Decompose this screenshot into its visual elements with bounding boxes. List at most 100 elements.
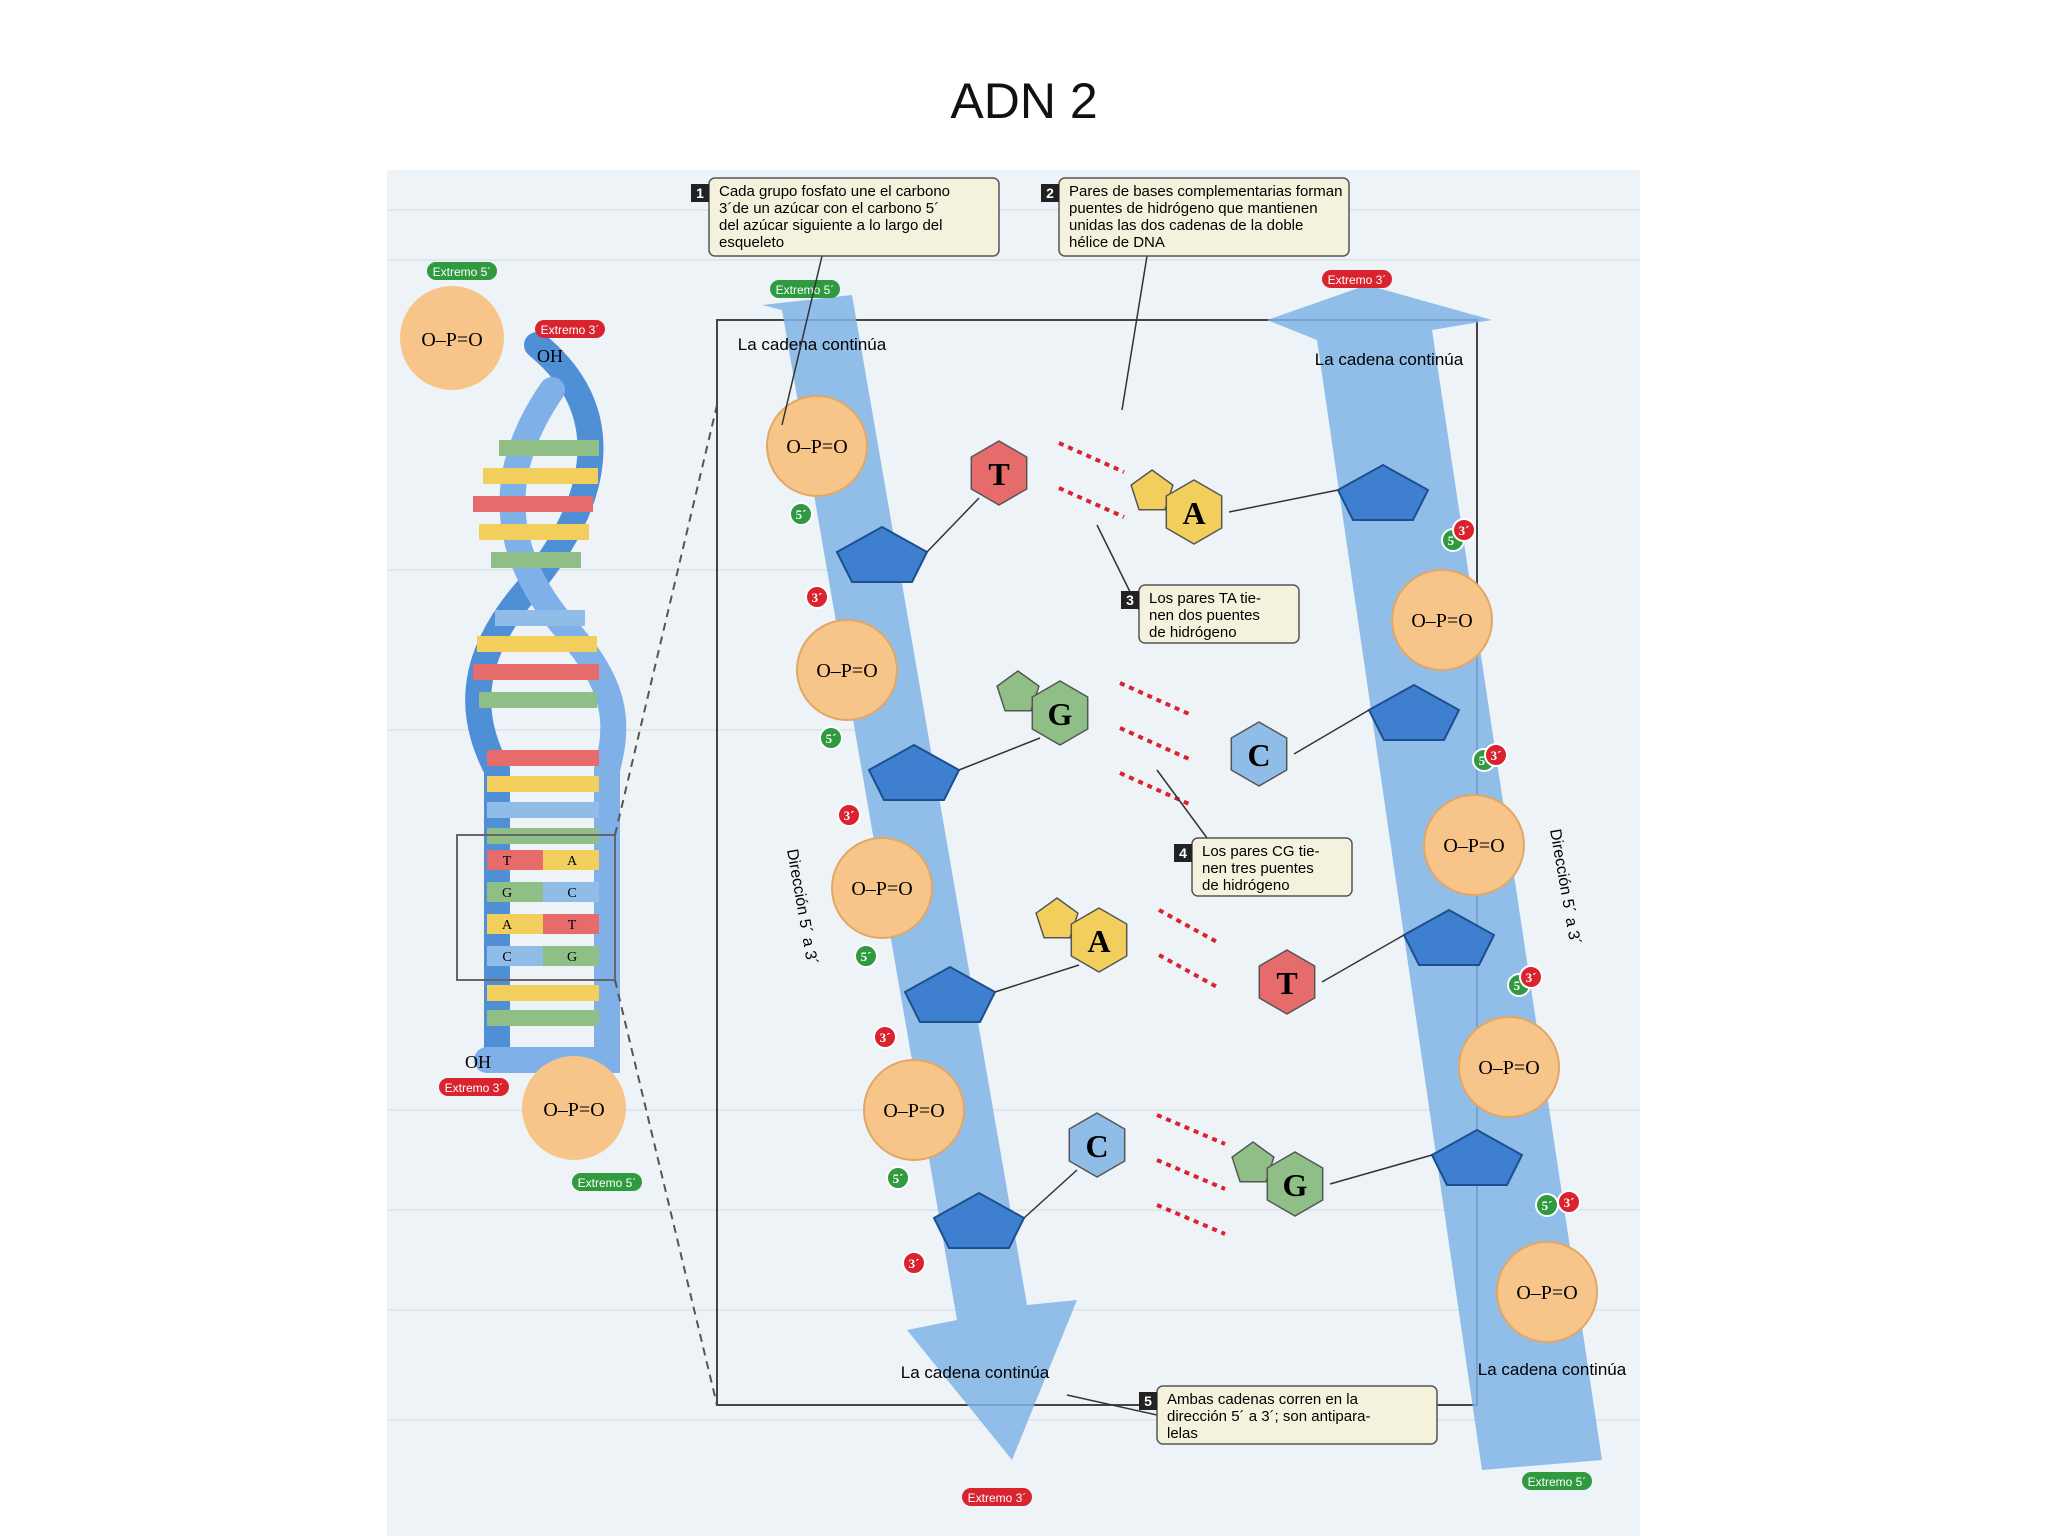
right-badge-3-1	[1452, 518, 1476, 542]
hbond-4-3	[1156, 1203, 1226, 1236]
helix-pair-1-left	[487, 850, 543, 870]
base-left-3-ring6	[1070, 907, 1128, 973]
page-title: ADN 2	[950, 73, 1098, 129]
end5-badge-top	[427, 262, 497, 280]
base-right-1-ring6	[1165, 479, 1223, 545]
left-badge-5-2-text: 5´	[826, 731, 837, 746]
phosphate-top	[400, 286, 504, 390]
right-sugar-3	[1402, 908, 1496, 966]
helix-pair-3-left	[487, 914, 543, 934]
glycosidic-right-4	[1329, 1154, 1433, 1185]
right-badge-3-3-text: 3´	[1526, 970, 1537, 985]
left-badge-3-2-text: 3´	[844, 808, 855, 823]
right-badge-3-4	[1557, 1190, 1581, 1214]
glycosidic-left-3	[994, 964, 1080, 993]
right-badge-3-3	[1519, 965, 1543, 989]
end3-badge-left-bottom	[962, 1488, 1032, 1506]
right-sugar-1	[1336, 463, 1430, 521]
right-badge-5-4-text: 5´	[1542, 1198, 1553, 1213]
callout-5-line-1: Ambas cadenas corren en la	[1167, 1391, 1359, 1408]
callout-5-pointer	[1066, 1394, 1158, 1416]
left-badge-5-1-text: 5´	[796, 507, 807, 522]
base-right-4-ring6	[1266, 1151, 1324, 1217]
glycosidic-left-4	[1023, 1169, 1078, 1219]
end3-badge-bottom	[439, 1078, 509, 1096]
right-strand-arrow	[1267, 285, 1602, 1470]
base-left-1-ring6	[970, 440, 1028, 506]
right-phosphate-4	[1496, 1241, 1598, 1343]
right-badge-5-3-text: 5´	[1514, 978, 1525, 993]
end5-badge-left	[770, 280, 840, 298]
helix-pair-4-right	[543, 946, 599, 966]
end5-label-right-bottom: Extremo 5´	[1528, 1475, 1587, 1489]
phosphate-bottom	[522, 1056, 626, 1160]
right-sugar-2	[1367, 683, 1461, 741]
right-phosphate-2-formula: O–P=O	[1443, 835, 1504, 857]
continues-label-top-right: La cadena continúa	[1315, 350, 1464, 369]
right-badge-3-4-text: 3´	[1564, 1195, 1575, 1210]
left-phosphate-3-formula: O–P=O	[851, 878, 912, 900]
left-phosphate-2	[796, 619, 898, 721]
callout-1-line-1: Cada grupo fosfato une el carbono	[719, 183, 950, 200]
left-badge-3-2	[837, 803, 861, 827]
callout-2-line-4: hélice de DNA	[1069, 234, 1165, 251]
callout-3-num: 3	[1126, 592, 1134, 608]
left-badge-3-3	[873, 1025, 897, 1049]
left-sugar-2	[867, 743, 961, 801]
base-left-4-ring6	[1068, 1112, 1126, 1178]
helix-pair-2-right	[543, 882, 599, 902]
callout-3-line-3: de hidrógeno	[1149, 624, 1237, 641]
callout-3-box	[1138, 584, 1300, 644]
left-badge-3-4-text: 3´	[909, 1256, 920, 1271]
callout-2-num: 2	[1046, 185, 1054, 201]
left-phosphate-1-formula: O–P=O	[786, 436, 847, 458]
callout-1-num: 1	[696, 185, 704, 201]
base-right-3-letter: T	[1276, 965, 1297, 1001]
phosphate-bottom-formula: O–P=O	[543, 1099, 604, 1121]
glycosidic-right-1	[1228, 489, 1339, 513]
base-left-1-letter: T	[988, 456, 1009, 492]
oh-label-top: OH	[537, 346, 563, 366]
direction-label-left: Dirección 5´ a 3´	[783, 848, 820, 967]
callout-4-line-3: de hidrógeno	[1202, 877, 1290, 894]
left-badge-3-1	[805, 585, 829, 609]
continues-label-bottom-right: La cadena continúa	[1478, 1360, 1627, 1379]
end3-badge-right	[1322, 270, 1392, 288]
left-phosphate-1	[766, 395, 868, 497]
hbond-2-2	[1119, 726, 1190, 761]
callout-5-num: 5	[1144, 1393, 1152, 1409]
hbond-3-2	[1158, 953, 1218, 989]
base-right-4-letter: G	[1283, 1167, 1308, 1203]
right-phosphate-3-formula: O–P=O	[1478, 1057, 1539, 1079]
callout-3-line-1: Los pares TA tie-	[1149, 590, 1261, 607]
glycosidic-left-1	[926, 497, 980, 553]
left-phosphate-4-formula: O–P=O	[883, 1100, 944, 1122]
base-left-2-letter: G	[1048, 696, 1073, 732]
callout-2-pointer	[1121, 255, 1148, 411]
helix-pair-4-left-letter: C	[502, 950, 511, 965]
continues-label-bottom-left: La cadena continúa	[901, 1363, 1050, 1382]
helix-upper-rungs	[473, 440, 599, 844]
left-badge-3-1-text: 3´	[812, 590, 823, 605]
callout-4-box	[1191, 837, 1353, 897]
right-badge-5-1-text: 5´	[1448, 533, 1459, 548]
end3-label-top: Extremo 3´	[541, 323, 600, 337]
base-right-1-ring5	[1130, 469, 1174, 511]
end5-badge-right-bottom	[1522, 1472, 1592, 1490]
right-sugar-4	[1430, 1128, 1524, 1186]
continues-label-top-left: La cadena continúa	[738, 335, 887, 354]
end3-label-right: Extremo 3´	[1328, 273, 1387, 287]
callout-2-line-3: unidas las dos cadenas de la doble	[1069, 217, 1303, 234]
callout-4-pointer	[1156, 769, 1208, 839]
hbond-1-1	[1058, 441, 1125, 474]
glycosidic-right-3	[1321, 934, 1405, 983]
callout-1-num-bg	[691, 184, 709, 202]
right-badge-5-2-text: 5´	[1479, 753, 1490, 768]
callout-5-line-3: lelas	[1167, 1425, 1198, 1442]
